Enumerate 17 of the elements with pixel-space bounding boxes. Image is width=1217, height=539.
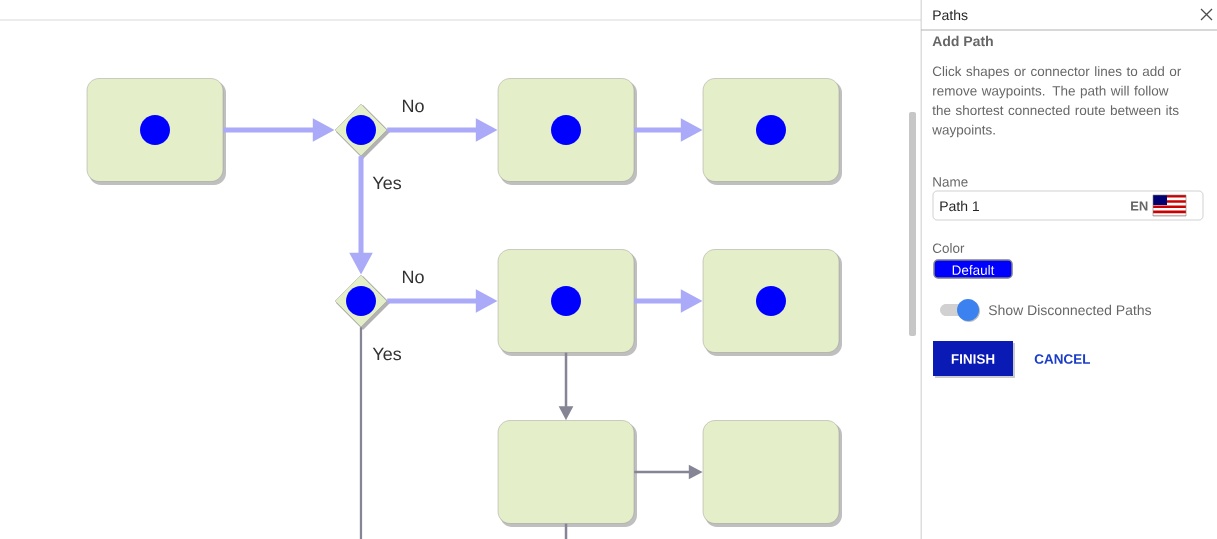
process-box bbox=[497, 78, 635, 182]
field-label: Name bbox=[933, 177, 968, 187]
language-code: EN bbox=[1131, 201, 1148, 211]
process-box bbox=[702, 249, 840, 353]
process-box bbox=[702, 420, 840, 524]
finish-button: FINISH bbox=[933, 341, 1015, 378]
section-heading: Add Path bbox=[932, 35, 993, 47]
process-box bbox=[497, 249, 635, 353]
process-box bbox=[86, 78, 224, 182]
color-button: Default bbox=[933, 259, 1013, 279]
field-label: Color bbox=[932, 243, 965, 253]
process-box bbox=[702, 78, 840, 182]
cancel-link: CANCEL bbox=[1034, 354, 1091, 364]
description-text: Click shapes or connector lines to add or remove waypoints. The path will follow the shortest connected route between its waypoints. bbox=[932, 66, 1182, 138]
panel-title: Paths bbox=[933, 9, 968, 21]
process-box bbox=[497, 420, 635, 524]
toggle-label: Show Disconnected Paths bbox=[988, 304, 1152, 316]
